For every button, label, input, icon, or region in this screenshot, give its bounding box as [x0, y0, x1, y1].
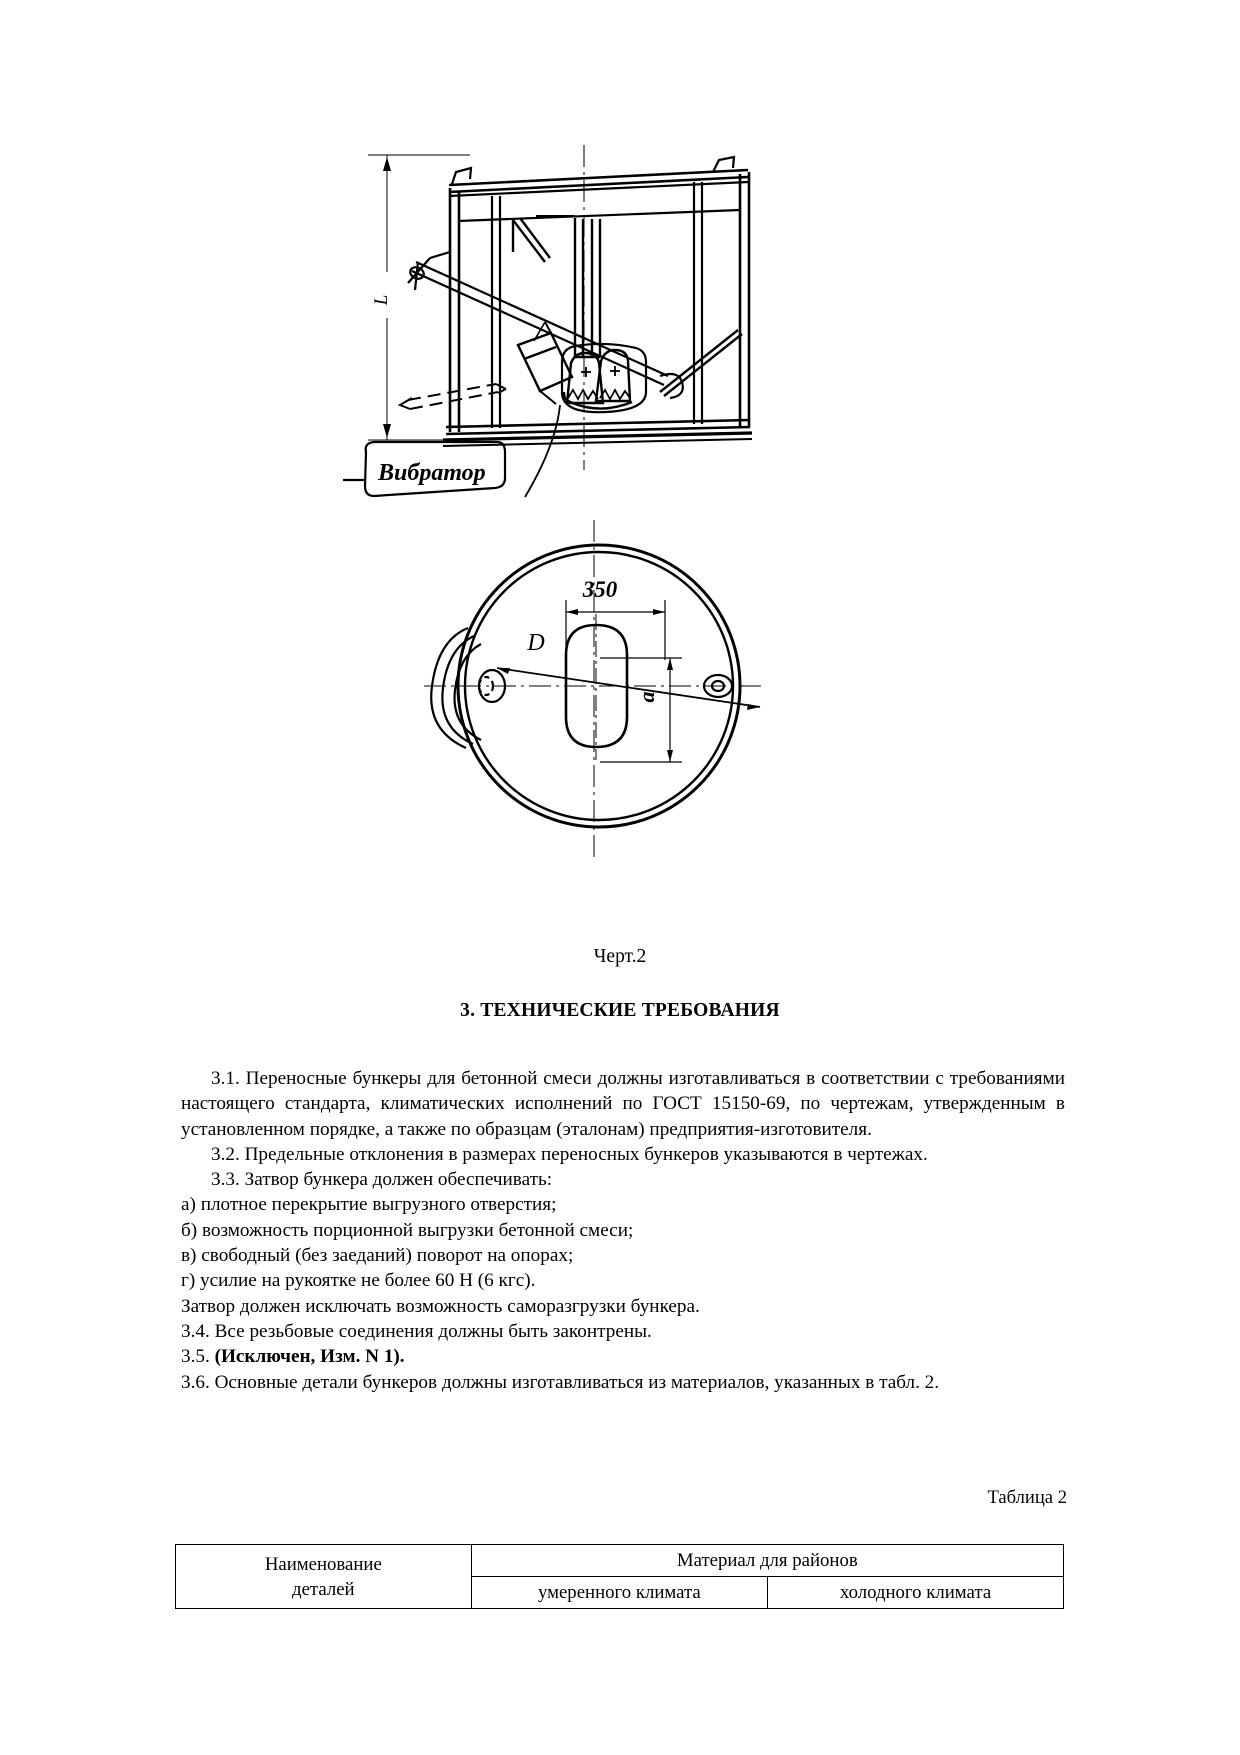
- plan-dimension-D: D: [526, 630, 544, 656]
- body-text: 3.1. Переносные бункеры для бетонной сме…: [181, 1066, 1065, 1395]
- paragraph-3-2: 3.2. Предельные отклонения в размерах пе…: [211, 1143, 928, 1165]
- list-item-v: в) свободный (без заеданий) поворот на о…: [181, 1245, 574, 1267]
- materials-table: Наименование деталей Материал для районо…: [175, 1544, 1065, 1609]
- paragraph-3-5-number: 3.5.: [181, 1346, 215, 1368]
- side-view-drawing: L: [368, 145, 753, 498]
- vibrator-callout: [343, 440, 507, 498]
- paragraph-3-6: 3.6. Основные детали бункеров должны изг…: [181, 1371, 940, 1393]
- paragraph-3-1: 3.1. Переносные бункеры для бетонной сме…: [181, 1068, 1065, 1140]
- plan-dimension-350: 350: [582, 577, 618, 602]
- paragraph-3-4: 3.4. Все резьбовые соединения должны быт…: [181, 1320, 652, 1342]
- figure-chert-2: L: [343, 145, 762, 860]
- table-label: Таблица 2: [987, 1487, 1067, 1508]
- side-view-dimension-label-L: L: [371, 295, 392, 307]
- plan-dimension-a: a: [634, 692, 659, 703]
- list-item-a: а) плотное перекрытие выгрузного отверст…: [181, 1194, 557, 1216]
- figure-caption: Черт.2: [593, 946, 647, 967]
- list-item-g: г) усилие на рукоятке не более 60 Н (6 к…: [181, 1270, 536, 1292]
- paragraph-3-3-note: Затвор должен исключать возможность само…: [181, 1295, 700, 1317]
- table-header-name: Наименование деталей: [175, 1544, 472, 1609]
- paragraph-3-5: 3.5. (Исключен, Изм. N 1).: [181, 1344, 1065, 1369]
- table-header-cold-climate: холодного климата: [767, 1576, 1064, 1609]
- plan-view-drawing: 350 a: [424, 520, 762, 860]
- table-header-name-line2: деталей: [292, 1578, 355, 1600]
- table-header-material-span: Материал для районов: [470, 1544, 1065, 1577]
- section-heading: 3. ТЕХНИЧЕСКИЕ ТРЕБОВАНИЯ: [460, 1000, 780, 1021]
- table-header-moderate-climate: умеренного климата: [470, 1576, 769, 1609]
- table-header-name-line1: Наименование: [264, 1553, 382, 1575]
- table-header-row-2: умеренного климата холодного климата: [176, 1576, 1064, 1609]
- paragraph-3-5-status: (Исключен, Изм. N 1).: [214, 1346, 405, 1368]
- list-item-b: б) возможность порционной выгрузки бетон…: [181, 1219, 634, 1241]
- vibrator-label-text: Вибратор: [377, 460, 486, 486]
- table-header-row-1: Наименование деталей Материал для районо…: [175, 1544, 1065, 1609]
- paragraph-3-3: 3.3. Затвор бункера должен обеспечивать:: [211, 1169, 553, 1191]
